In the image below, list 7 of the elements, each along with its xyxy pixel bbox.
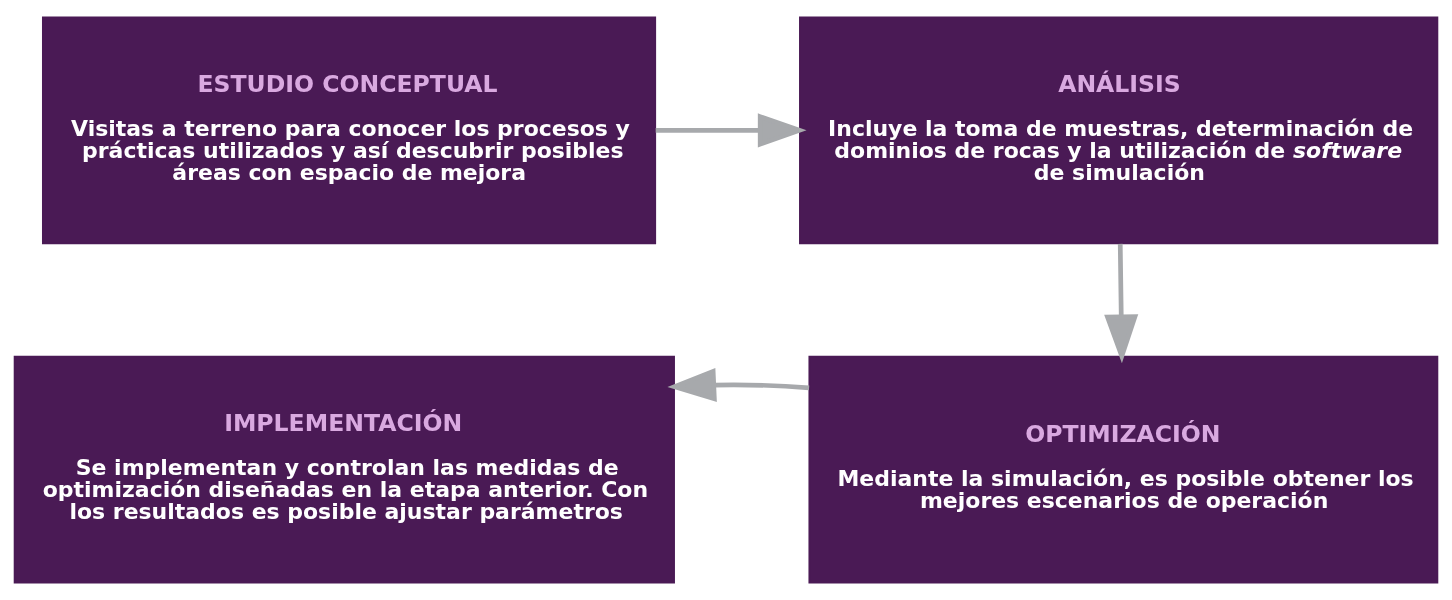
arrow xyxy=(667,367,810,402)
arrow xyxy=(655,113,807,148)
node-box: ANÁLISIS Incluye la toma de muestras, determinación de dominios de rocas y la utilización de software de simulación xyxy=(799,16,1439,245)
arrow xyxy=(1104,243,1139,364)
node-box: ESTUDIO CONCEPTUAL Visitas a terreno para conocer los procesos y prácticas utilizados y así descubrir posibles áreas con espacio de mejora xyxy=(42,16,657,245)
node-box: IMPLEMENTACIÓN Se implementan y controlan las medidas de optimización diseñadas en la etapa anterior. Con los resultados es posible ajustar parámetros xyxy=(13,355,675,584)
node-box: OPTIMIZACIÓN Mediante la simulación, es posible obtener los mejores escenarios de operación xyxy=(808,355,1439,584)
